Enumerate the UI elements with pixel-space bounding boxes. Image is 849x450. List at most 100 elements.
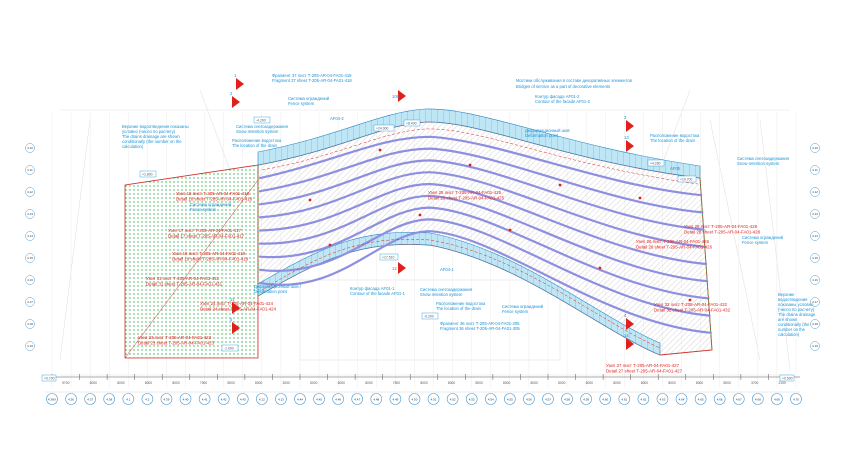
svg-text:Contour of the facade AF01-2: Contour of the facade AF01-2 <box>535 99 591 104</box>
svg-text:Система ограждений: Система ограждений <box>502 304 544 309</box>
elevation-mark: 4.15 <box>810 253 820 263</box>
axis-bubble: 4.13 <box>275 393 287 405</box>
svg-text:4.15: 4.15 <box>27 256 33 260</box>
svg-text:+24.000: +24.000 <box>376 127 388 131</box>
svg-text:-0.200: -0.200 <box>424 315 434 319</box>
svg-text:Узел 31 лист Т-205-AR-04-FA01-: Узел 31 лист Т-205-AR-04-FA01-431 <box>146 276 220 281</box>
svg-text:Bridges of service as a part o: Bridges of service as a part of decorati… <box>516 84 610 89</box>
dimension-label: 7500 <box>393 381 401 385</box>
svg-text:4.48: 4.48 <box>373 397 379 401</box>
elevation-mark: 4.17 <box>810 297 820 307</box>
axis-bubble: 4.50 <box>408 393 421 405</box>
axis-bubble: 4.46 <box>332 393 344 405</box>
dimension-label: 8000 <box>475 381 483 385</box>
svg-text:4.14: 4.14 <box>812 234 818 238</box>
top-annotations: Фрагмент 37 лист Т-205-AR-04-FA01-418 Fr… <box>232 73 700 171</box>
axis-bubble: 4.52 <box>446 393 459 405</box>
elevation-mark: 4.10 <box>810 143 820 153</box>
svg-text:Fence system: Fence system <box>190 207 217 212</box>
axis-bubble: 4.48 <box>370 393 383 405</box>
svg-text:14: 14 <box>624 333 629 338</box>
svg-text:Detail 28 sheet T-205-AR-04-FA: Detail 28 sheet T-205-AR-04-FA01-428 <box>684 230 761 235</box>
dimension-label: 9700 <box>62 381 70 385</box>
axis-bubble: 4.69 <box>771 393 783 405</box>
dimension-label: 8000 <box>365 381 373 385</box>
contour-lines <box>261 128 699 349</box>
svg-text:AF04-2: AF04-2 <box>330 116 344 121</box>
svg-text:Расположение водостока: Расположение водостока <box>650 133 700 138</box>
svg-text:Узел 19 лист Т-205-AR-04-FA01-: Узел 19 лист Т-205-AR-04-FA01-419 <box>172 251 246 256</box>
dimension-label: 8000 <box>696 381 704 385</box>
elevation-mark: 4.17 <box>25 297 35 307</box>
svg-text:4.13: 4.13 <box>812 212 818 216</box>
snow-retention-line <box>258 159 705 231</box>
svg-text:Система снегозадержания: Система снегозадержания <box>420 287 472 292</box>
section-marker: 1 <box>234 73 244 90</box>
elevation-mark: 4.13 <box>25 209 35 219</box>
dimension-label: 8000 <box>420 381 428 385</box>
svg-text:Система снегозадержания: Система снегозадержания <box>236 124 288 129</box>
svg-text:+0.500: +0.500 <box>782 377 793 381</box>
svg-text:4.18: 4.18 <box>27 322 33 326</box>
svg-text:+17.510: +17.510 <box>382 256 394 260</box>
svg-text:4.39: 4.39 <box>164 397 170 401</box>
section-marker: 4 <box>624 313 634 330</box>
svg-text:The location of the drain: The location of the drain <box>436 306 482 311</box>
svg-text:Detail 32 sheet T-205-AR-04-FA: Detail 32 sheet T-205-AR-04-FA01-432 <box>654 308 731 313</box>
svg-text:Деформационный шов: Деформационный шов <box>525 128 570 133</box>
svg-text:4.52: 4.52 <box>450 397 456 401</box>
svg-text:4.10: 4.10 <box>27 146 33 150</box>
axis-bubble: 4.63 <box>656 393 669 405</box>
axis-bubble: 4.51 <box>427 393 440 405</box>
axis-bubble: 4.2 <box>141 393 154 405</box>
axis-bubble: 4.61 <box>618 393 631 405</box>
svg-text:4.61: 4.61 <box>621 397 627 401</box>
svg-text:108: 108 <box>392 94 400 99</box>
svg-text:+1.800: +1.800 <box>142 173 153 177</box>
svg-text:4.19: 4.19 <box>812 344 818 348</box>
axis-bubble: 4.64 <box>675 393 688 405</box>
section-marker: 12 <box>392 262 406 274</box>
svg-text:4.41: 4.41 <box>202 397 208 401</box>
snow-retention-line <box>258 135 703 197</box>
svg-text:4.46: 4.46 <box>335 397 341 401</box>
svg-text:+4.280: +4.280 <box>650 162 661 166</box>
svg-text:4.2: 4.2 <box>145 397 150 401</box>
svg-text:4.12: 4.12 <box>812 190 818 194</box>
svg-text:Верхние водоотведения показаны: Верхние водоотведения показаны <box>122 124 189 129</box>
svg-text:Фрагмент 36 лист Т-205-AR-04-F: Фрагмент 36 лист Т-205-AR-04-FA01-305 <box>440 321 520 326</box>
section-marker: 108 <box>392 90 406 102</box>
svg-text:Detail 17 sheet T-205-AR-04-FA: Detail 17 sheet T-205-AR-04-FA01-417 <box>168 234 245 239</box>
svg-text:13: 13 <box>624 135 629 140</box>
dimension-label: 8000 <box>338 381 346 385</box>
svg-text:Мостики обслуживания в составе: Мостики обслуживания в составе декоратив… <box>516 78 633 83</box>
detail-callouts: Узел 18 лист Т-205-AR-04-FA01-418 Detail… <box>138 190 761 374</box>
svg-text:Contour of the facade AF01-1: Contour of the facade AF01-1 <box>350 291 406 296</box>
svg-text:4.16: 4.16 <box>27 278 33 282</box>
svg-text:The location of the drain: The location of the drain <box>650 138 696 143</box>
elevation-mark: 4.12 <box>810 187 820 197</box>
snow-retention-lines <box>258 135 712 334</box>
dimension-label: 8000 <box>145 381 153 385</box>
svg-text:12: 12 <box>392 266 397 271</box>
svg-text:Узел 28 лист Т-205-AR-04-FA01-: Узел 28 лист Т-205-AR-04-FA01-428 <box>684 224 758 229</box>
svg-text:Detail 27 sheet T-205-AR-04-FA: Detail 27 sheet T-205-AR-04-FA01-427 <box>606 369 683 374</box>
svg-text:4.13: 4.13 <box>278 397 284 401</box>
axis-bubble: 4.41 <box>198 393 211 405</box>
dimension-label: 8000 <box>641 381 649 385</box>
svg-text:4.1: 4.1 <box>126 397 131 401</box>
elevation-mark: 4.15 <box>25 253 35 263</box>
elevation-mark: 4.13 <box>810 209 820 219</box>
svg-text:4.17: 4.17 <box>812 300 818 304</box>
svg-text:Контур фасада АF01-1: Контур фасада АF01-1 <box>350 286 395 291</box>
svg-text:Deformation point: Deformation point <box>254 289 288 294</box>
svg-text:Detail 19 sheet T-205-AR-04-FA: Detail 19 sheet T-205-AR-04-FA01-419 <box>172 257 249 262</box>
svg-text:4.43: 4.43 <box>240 397 246 401</box>
svg-text:+8.400: +8.400 <box>406 122 417 126</box>
svg-text:Узел 27 лист Т-205-AR-04-FA01-: Узел 27 лист Т-205-AR-04-FA01-427 <box>606 363 680 368</box>
svg-text:Узел 24 лист Т-205-AR-04-FA01-: Узел 24 лист Т-205-AR-04-FA01-424 <box>200 301 274 306</box>
svg-text:4.64: 4.64 <box>679 397 685 401</box>
svg-text:4.65: 4.65 <box>698 397 704 401</box>
